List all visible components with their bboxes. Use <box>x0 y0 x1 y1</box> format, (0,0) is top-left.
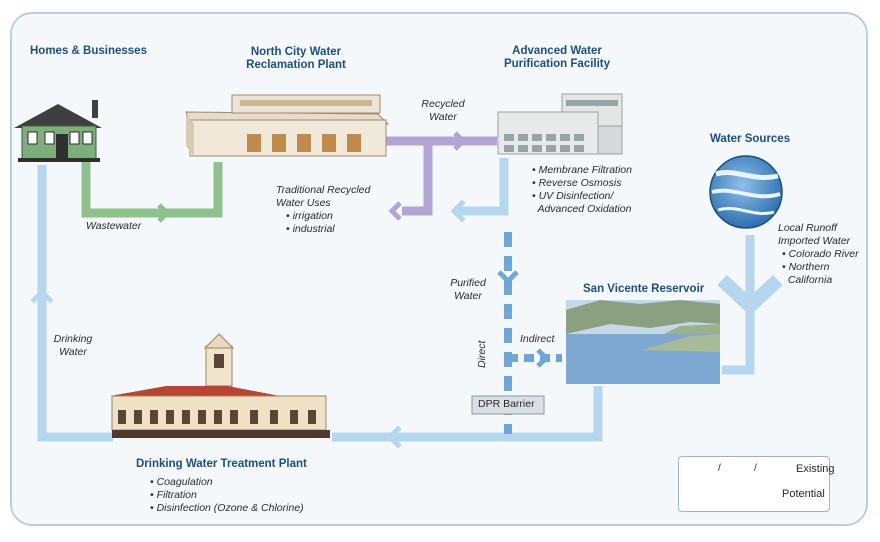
water-globe-icon <box>709 155 783 229</box>
legend <box>678 456 830 512</box>
drinking-arrow-up <box>30 288 54 304</box>
homes-title: Homes & Businesses <box>30 45 147 57</box>
drinking-label: Drinking Water <box>53 333 93 358</box>
legend-sep: / <box>754 463 757 474</box>
wastewater-arrow <box>157 203 171 223</box>
legend-sep: / <box>718 463 721 474</box>
traditional-title: Traditional Recycled Water Uses <box>276 184 371 209</box>
treatment-title: Drinking Water Treatment Plant <box>136 458 307 470</box>
sources-item: • Northern <box>782 261 830 273</box>
recycled-arrow-right <box>453 131 467 151</box>
reservoir-title: San Vicente Reservoir <box>583 283 705 295</box>
recycled-branch-arrow <box>388 201 402 221</box>
dpr-barrier-box <box>471 395 545 415</box>
sources-item: California <box>782 274 833 286</box>
sources-down-pipe <box>722 235 755 375</box>
sources-item: Local Runoff <box>778 222 837 234</box>
recycled-label: Recycled Water <box>421 98 465 123</box>
purification-item: • Reverse Osmosis <box>532 177 622 189</box>
purified-label: Purified Water <box>450 277 486 302</box>
reclamation-doors <box>247 134 361 152</box>
sources-big-arrow <box>717 274 783 316</box>
direct-label: Direct <box>476 340 488 368</box>
drinking-water-pipe <box>37 165 113 442</box>
reclamation-title: North City Water Reclamation Plant <box>246 46 346 71</box>
indirect-label: Indirect <box>520 333 555 345</box>
purification-item: • Membrane Filtration <box>532 164 632 176</box>
plant-arrow-left <box>386 425 402 449</box>
wastewater-label: Wastewater <box>86 220 142 232</box>
reservoir-icon <box>566 300 720 384</box>
purification-to-traditional-pipe <box>455 158 509 216</box>
house-icon <box>14 100 102 162</box>
traditional-arrow-left <box>450 199 466 223</box>
purified-arrow-down <box>497 270 519 285</box>
wastewater-pipe <box>81 162 223 218</box>
reclamation-windows <box>240 100 372 106</box>
purification-windows <box>504 134 584 152</box>
indirect-arrow-right <box>536 348 550 368</box>
traditional-item: • irrigation <box>286 210 333 222</box>
sources-item: • Colorado River <box>782 248 859 260</box>
treatment-item: • Coagulation <box>150 476 213 488</box>
treatment-item: • Disinfection (Ozone & Chlorine) <box>150 502 304 514</box>
reservoir-to-plant-pipe <box>332 386 603 442</box>
traditional-item: • industrial <box>286 223 335 235</box>
purification-item: Advanced Oxidation <box>532 203 632 215</box>
sources-item: Imported Water <box>778 235 851 247</box>
treatment-plant-windows <box>118 410 316 424</box>
legend-potential: Potential <box>782 488 825 500</box>
purification-title: Advanced Water Purification Facility <box>503 45 611 70</box>
purification-facility-icon <box>497 93 623 155</box>
dpr-barrier-label: DPR Barrier <box>478 398 535 410</box>
recycled-branch-pipe <box>402 141 433 216</box>
legend-existing: Existing <box>796 463 835 475</box>
purification-item: • UV Disinfection/ <box>532 190 614 202</box>
treatment-item: • Filtration <box>150 489 197 501</box>
sources-title: Water Sources <box>710 133 791 145</box>
